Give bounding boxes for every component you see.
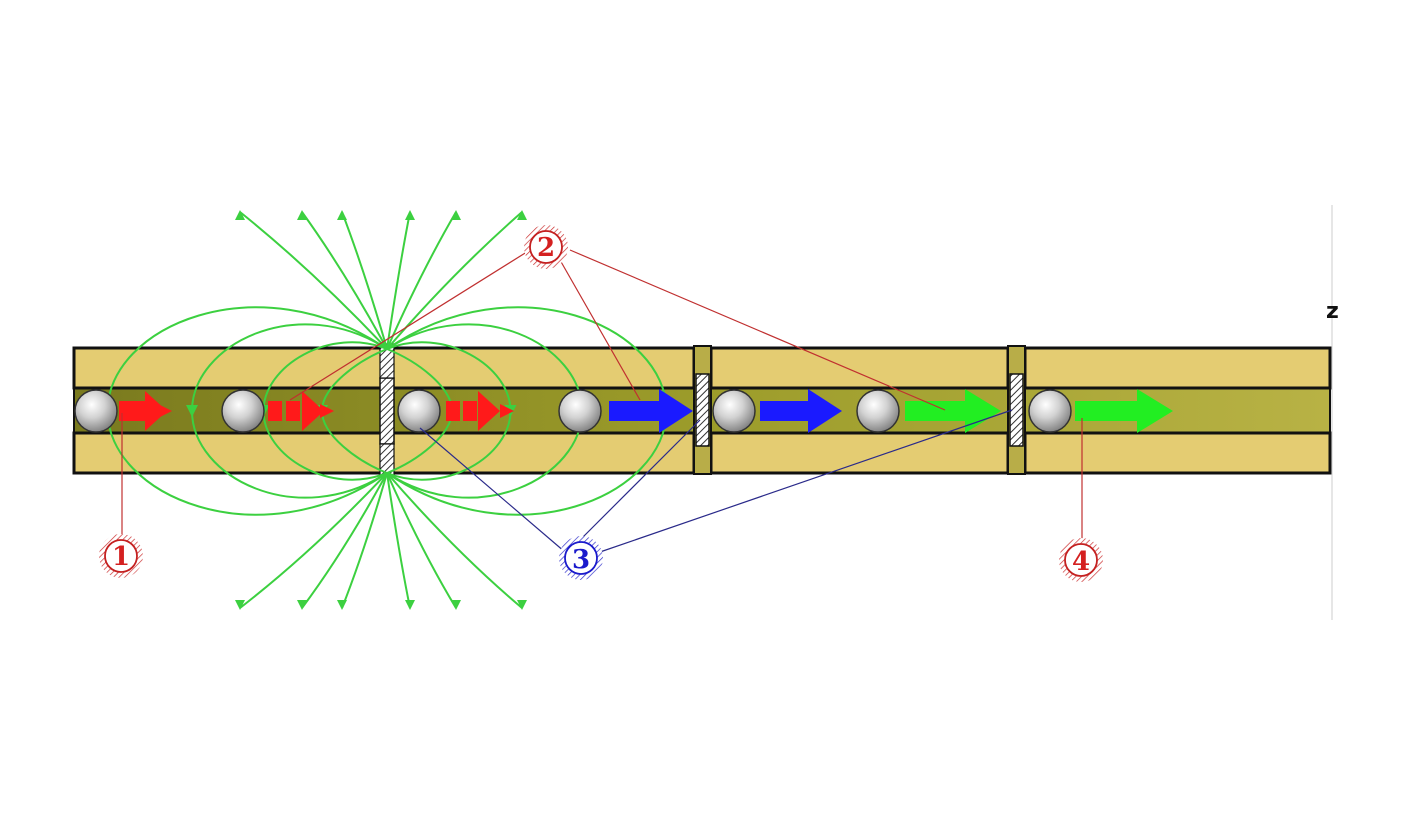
arrow-red — [119, 391, 172, 431]
callout-1: 1 — [99, 534, 143, 578]
leader-3b — [579, 419, 701, 541]
field-arrowhead — [297, 210, 307, 220]
field-arrowhead — [405, 600, 415, 610]
arrow-red — [268, 391, 334, 431]
coil-ring-2 — [695, 373, 710, 447]
callout-4: 4 — [1059, 538, 1103, 582]
ball — [397, 389, 441, 433]
field-line-radial-bottom — [386, 472, 523, 609]
arrow-blue — [609, 389, 693, 433]
arrow-red — [446, 391, 514, 431]
leader-2a — [289, 249, 531, 401]
coil-ring-3 — [1009, 373, 1024, 447]
field-arrowhead — [297, 600, 307, 610]
arrow-green — [1075, 389, 1173, 433]
callout-3: 3 — [559, 536, 603, 580]
callout-2: 2 — [524, 225, 568, 269]
field-arrowhead — [337, 600, 347, 610]
leader-3a — [419, 427, 566, 553]
leader-3c — [599, 409, 1013, 553]
field-line-radial-bottom — [386, 472, 457, 609]
coil-ring-1 — [379, 377, 395, 445]
field-line-radial-top — [386, 211, 523, 350]
callout-1-label: 1 — [112, 542, 130, 572]
balls — [74, 389, 1072, 433]
field-arrowhead — [517, 600, 527, 610]
callout-3-label: 3 — [572, 545, 590, 575]
field-arrowhead — [235, 210, 245, 220]
ball — [1028, 389, 1072, 433]
field-line-radial-top — [386, 211, 411, 350]
field-arrowhead — [451, 210, 461, 220]
coil-rings — [379, 373, 1024, 447]
field-arrowhead — [517, 210, 527, 220]
tube — [72, 343, 1332, 477]
field-line-radial-top — [386, 211, 457, 350]
field-arrowhead — [235, 600, 245, 610]
field-line-radial-bottom — [301, 472, 388, 609]
field-arrowhead — [337, 210, 347, 220]
arrow-blue — [760, 389, 842, 433]
leader-lines — [121, 249, 1083, 553]
edge-glyph: z — [1326, 299, 1339, 324]
field-line-radial-bottom — [341, 472, 388, 609]
field-line-radial-top — [301, 211, 388, 350]
field-line-radial-bottom — [386, 472, 411, 609]
field-line-radial-top — [239, 211, 388, 350]
ball — [74, 389, 118, 433]
field-arrowhead — [451, 600, 461, 610]
field-line-radial-top — [341, 211, 388, 350]
ball — [558, 389, 602, 433]
callout-4-label: 4 — [1072, 547, 1090, 577]
ball — [712, 389, 756, 433]
leader-2b — [559, 259, 641, 401]
callout-2-label: 2 — [537, 233, 555, 263]
leader-2c — [569, 249, 946, 411]
ball — [856, 389, 900, 433]
field-line-radial-bottom — [239, 472, 388, 609]
field-line-loop-left — [186, 323, 388, 499]
ball — [221, 389, 265, 433]
field-arrowhead — [405, 210, 415, 220]
